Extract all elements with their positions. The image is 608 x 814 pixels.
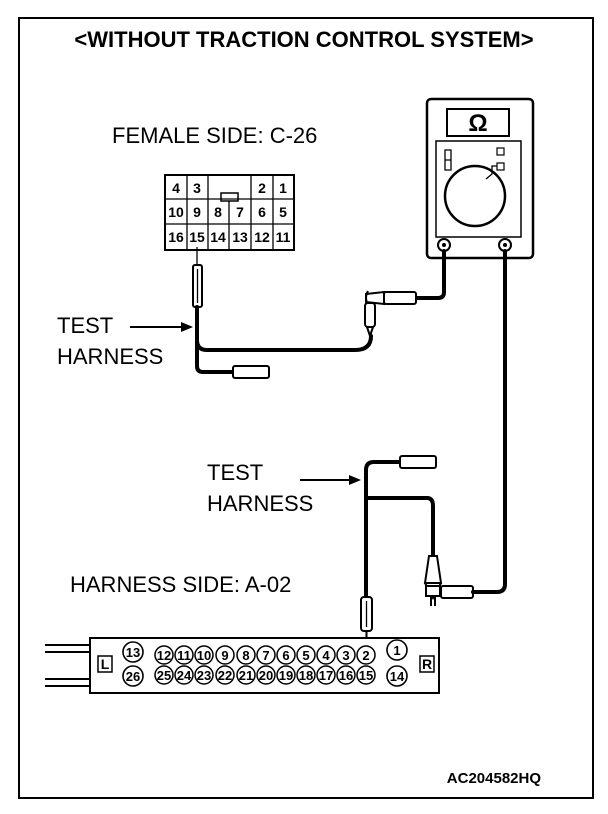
c26-pin-15: 15 (189, 229, 205, 245)
c26-pin-13: 13 (232, 229, 248, 245)
probe-a02 (360, 596, 373, 643)
a02-pin-22: 22 (218, 668, 232, 683)
a02-pin-16: 16 (339, 668, 353, 683)
a02-pin-20: 20 (259, 668, 273, 683)
c26-pin-8: 8 (214, 204, 222, 220)
a02-pin-24: 24 (177, 668, 192, 683)
test-harness-2-label-line1: TEST (207, 460, 263, 485)
a02-pin-4: 4 (322, 648, 330, 663)
multimeter: Ω (425, 97, 535, 260)
svg-text:R: R (422, 656, 432, 672)
a02-pin-25: 25 (157, 668, 171, 683)
selector-dial-icon (443, 164, 507, 228)
test-harness-1-lead-a (195, 305, 235, 374)
test-harness-1-lead-b (195, 334, 373, 352)
a02-pin-19: 19 (279, 668, 293, 683)
c26-pin-16: 16 (168, 229, 184, 245)
c26-pin-7: 7 (236, 204, 244, 220)
a02-pin-9: 9 (221, 648, 228, 663)
c26-pin-3: 3 (193, 180, 201, 196)
diagram-border (18, 17, 594, 799)
a02-pin-14: 14 (390, 669, 405, 684)
a02-pin-7: 7 (262, 648, 269, 663)
c26-pin-4: 4 (172, 180, 180, 196)
test-harness-2-lead-b (364, 496, 435, 558)
connector-c26-latch (220, 192, 239, 202)
alligator-clip-upper (364, 290, 385, 340)
c26-pin-1: 1 (279, 180, 287, 196)
meter-lead-com (414, 249, 446, 300)
alligator-clip-lower (423, 555, 443, 606)
meter-lead-ohm (471, 249, 507, 594)
a02-pin-8: 8 (242, 648, 249, 663)
test-harness-1-label-line2: HARNESS (57, 344, 163, 369)
a02-pin-2: 2 (362, 648, 369, 663)
a02-pin-12: 12 (157, 648, 171, 663)
test-harness-1-plug (232, 365, 270, 379)
a02-pin-23: 23 (197, 668, 211, 683)
a02-pin-13: 13 (126, 645, 140, 660)
c26-pin-2: 2 (258, 180, 266, 196)
connector-c26: 4 3 2 1 10 9 8 7 6 5 16 15 14 13 12 11 (164, 174, 295, 251)
a02-pin-26: 26 (126, 669, 140, 684)
c26-pin-11: 11 (276, 229, 291, 245)
a02-pin-11: 11 (177, 648, 191, 663)
a02-pin-18: 18 (299, 668, 313, 683)
test-harness-2-label-line2: HARNESS (207, 491, 313, 516)
c26-pin-12: 12 (254, 229, 270, 245)
a02-left-tag (97, 655, 113, 673)
a02-pin-17: 17 (319, 668, 333, 683)
a02-top-row: 12 11 10 9 8 7 6 5 4 3 2 (154, 645, 376, 665)
female-side-label: FEMALE SIDE: C-26 (112, 123, 317, 148)
a02-pin-21: 21 (239, 668, 253, 683)
c26-pin-6: 6 (258, 204, 266, 220)
svg-text:L: L (101, 656, 110, 672)
probe-c26 (192, 247, 203, 308)
a02-bottom-row: 25 24 23 22 21 20 19 18 17 16 15 (154, 665, 376, 685)
figure-code: AC204582HQ (447, 770, 542, 787)
a02-pin-6: 6 (282, 648, 289, 663)
a02-pin-5: 5 (302, 648, 309, 663)
test-harness-2-plug (399, 455, 437, 469)
a02-pin-1: 1 (393, 643, 400, 658)
c26-pin-5: 5 (279, 204, 287, 220)
probe-plug-lower (440, 585, 474, 599)
probe-plug-upper (383, 291, 417, 305)
connector-a02: L R 13 26 1 14 12 11 10 9 8 7 6 5 4 3 2 … (45, 637, 440, 694)
a02-pin-3: 3 (342, 648, 349, 663)
test-harness-1-label-line1: TEST (57, 313, 113, 338)
c26-pin-10: 10 (168, 204, 184, 220)
test-harness-2-lead-a (364, 460, 402, 599)
c26-pin-9: 9 (193, 204, 201, 220)
a02-pin-10: 10 (197, 648, 211, 663)
ohm-symbol: Ω (468, 110, 487, 137)
harness-side-label: HARNESS SIDE: A-02 (70, 572, 291, 597)
c26-pin-14: 14 (210, 229, 226, 245)
a02-pin-15: 15 (359, 668, 373, 683)
diagram-title: <WITHOUT TRACTION CONTROL SYSTEM> (74, 27, 533, 52)
a02-right-tag (419, 655, 435, 673)
multimeter-display (446, 108, 510, 137)
